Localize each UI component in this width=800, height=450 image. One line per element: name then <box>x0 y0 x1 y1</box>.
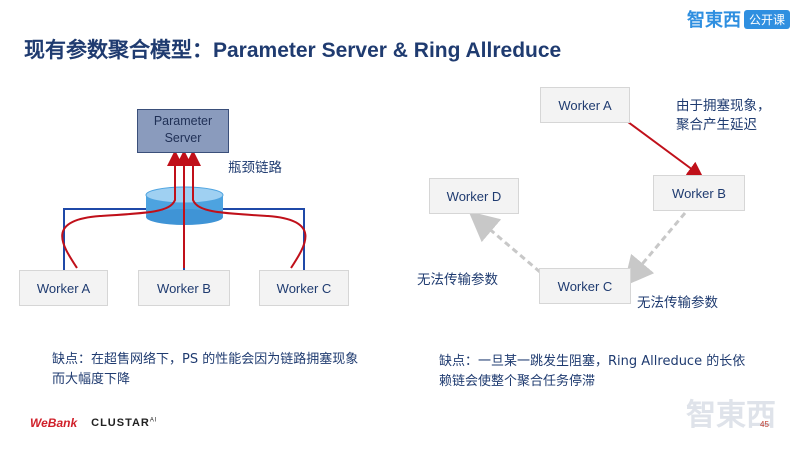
brand-name: 智東西 <box>686 10 741 31</box>
ring-drawback-note: 缺点：一旦某一跳发生阻塞，Ring Allreduce 的长依赖链会使整个聚合任… <box>439 354 746 389</box>
page-number: 45 <box>760 420 769 429</box>
clustar-logo: CLUSTARAI <box>91 417 157 429</box>
cannot-transmit-label-bottom: 无法传输参数 <box>637 295 718 311</box>
bottleneck-label: 瓶颈链路 <box>228 160 282 176</box>
clustar-sup: AI <box>149 417 158 424</box>
congestion-delay-label: 由于拥塞现象， 聚合产生延迟 <box>676 97 771 135</box>
footer-logos: WeBank CLUSTARAI <box>30 416 158 430</box>
ps-worker-c: Worker C <box>259 270 349 306</box>
parameter-server-box: Parameter Server <box>137 109 229 153</box>
clustar-name: CLUSTAR <box>91 417 150 429</box>
ring-arrow-b-to-c <box>623 212 687 287</box>
ps-worker-a: Worker A <box>19 270 108 306</box>
watermark-logo: 智東西 <box>686 398 776 433</box>
congestion-flows <box>61 150 307 269</box>
ring-worker-d: Worker D <box>429 178 519 214</box>
server-label-line2: Server <box>164 131 202 145</box>
slide-title: 现有参数聚合模型：Parameter Server & Ring Allredu… <box>24 34 561 64</box>
ring-worker-a: Worker A <box>540 87 630 123</box>
title-prefix: 现有参数聚合模型： <box>24 38 213 62</box>
ring-worker-c: Worker C <box>539 268 631 304</box>
brand-logo: 智東西 公开课 <box>687 6 790 32</box>
cannot-transmit-label-left: 无法传输参数 <box>417 272 498 288</box>
brand-tag: 公开课 <box>743 9 790 29</box>
server-label-line1: Parameter <box>153 114 213 128</box>
ring-arrow-a-to-b <box>627 121 704 178</box>
congestion-label-line2: 聚合产生延迟 <box>676 117 757 133</box>
title-suffix: Parameter Server & Ring Allreduce <box>213 39 562 62</box>
ring-worker-b: Worker B <box>653 175 745 211</box>
ring-arrow-c-to-d <box>468 211 541 274</box>
congestion-label-line1: 由于拥塞现象， <box>676 98 771 114</box>
webank-logo: WeBank <box>30 416 78 430</box>
ps-worker-b: Worker B <box>138 270 230 306</box>
ps-drawback-note: 缺点：在超售网络下，PS 的性能会因为链路拥塞现象而大幅度下降 <box>52 352 359 387</box>
